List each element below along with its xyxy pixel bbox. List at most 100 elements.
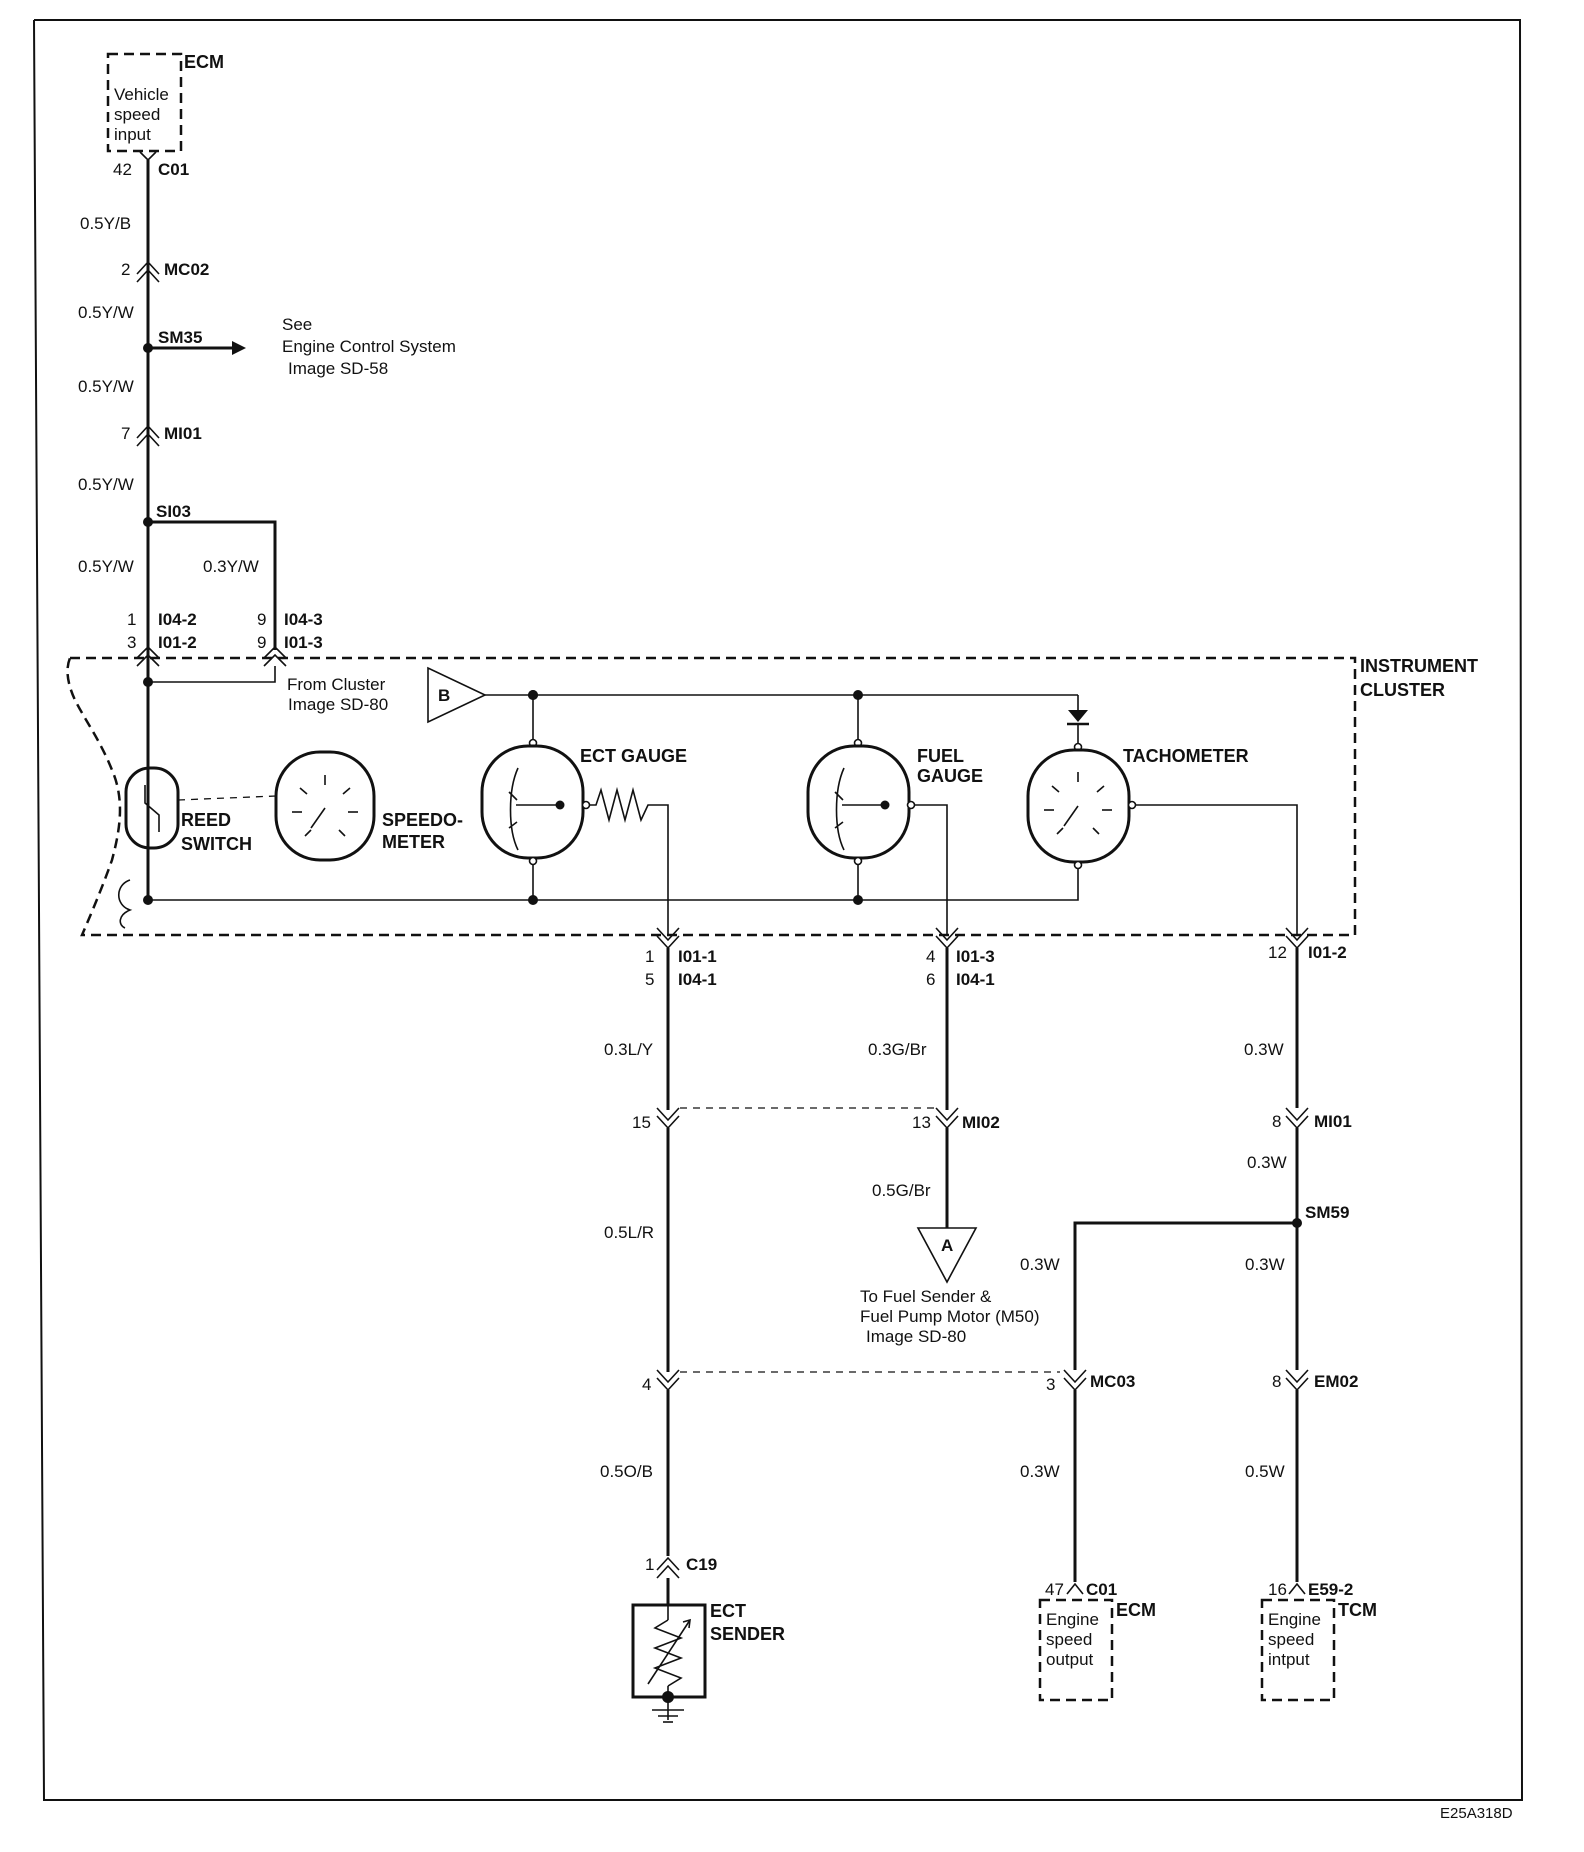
wire-label-fuel1: 0.3G/Br: [868, 1040, 927, 1059]
c01-bottom-name: C01: [1086, 1580, 1117, 1599]
instrument-cluster-label-1: INSTRUMENT: [1360, 656, 1478, 676]
ecm-top-text-3: input: [114, 125, 151, 144]
ecm-top-text-2: speed: [114, 105, 160, 124]
i04-3-name: I04-3: [284, 610, 323, 629]
wire-label-ect1: 0.3L/Y: [604, 1040, 653, 1059]
i04-1-fuel-name: I04-1: [956, 970, 995, 989]
cluster-cross-link: [148, 666, 276, 683]
ecm-top-label: ECM: [184, 52, 224, 72]
instrument-cluster-label-2: CLUSTER: [1360, 680, 1445, 700]
mc03-ect-pin: 4: [642, 1375, 651, 1394]
i01-2-left-pin: 3: [127, 633, 136, 652]
ect-gauge-icon: [480, 744, 585, 860]
mi01-tach-pin: 8: [1272, 1112, 1281, 1131]
reed-switch-label-2: SWITCH: [181, 834, 252, 854]
i01-3-left-name: I01-3: [284, 633, 323, 652]
sm59-branch-wire: [1073, 1221, 1297, 1370]
mc02-connector: [136, 260, 160, 283]
ecm-bottom-text-1: Engine: [1046, 1610, 1099, 1629]
reed-contact-icon: [144, 785, 160, 832]
mi02-name: MI02: [962, 1113, 1000, 1132]
em02-connector: [1285, 1369, 1309, 1392]
ect-sender-label-2: SENDER: [710, 1624, 785, 1644]
flag-a-icon: [916, 1227, 978, 1284]
em02-pin: 8: [1272, 1372, 1281, 1391]
i04-2-pin: 1: [127, 610, 136, 629]
speedometer-label-1: SPEEDO-: [382, 810, 463, 830]
ecm-bottom-text-2: speed: [1046, 1630, 1092, 1649]
speedometer-gauge: [274, 750, 376, 862]
e59-2-pin: 16: [1268, 1580, 1287, 1599]
ect-gauge-term-out: [581, 800, 591, 810]
sm35-arrow-icon: [232, 341, 246, 355]
ect-sender-label-1: ECT: [710, 1601, 746, 1621]
tachometer-label: TACHOMETER: [1123, 746, 1249, 766]
fuel-gauge-scale: [834, 767, 845, 851]
wire-label-w1: 0.5Y/B: [80, 214, 131, 233]
i01-2-left-connector: [136, 645, 160, 667]
ref-from-cluster-1: From Cluster: [287, 675, 386, 694]
mi02-ect-pin: 15: [632, 1113, 651, 1132]
mi01-top-connector: [136, 424, 160, 447]
c01-bottom-pin: 47: [1045, 1580, 1064, 1599]
i04-1-fuel-pin: 6: [926, 970, 935, 989]
i01-1-pin: 1: [645, 947, 654, 966]
fuel-gauge-label-1: FUEL: [917, 746, 964, 766]
mi01-tach-name: MI01: [1314, 1112, 1352, 1131]
ect-gauge-pivot: [555, 800, 565, 810]
mc03-connector: [1063, 1369, 1087, 1392]
ecm-bottom-label: ECM: [1116, 1600, 1156, 1620]
mc03-name: MC03: [1090, 1372, 1135, 1391]
ect-gauge-scale: [508, 767, 519, 851]
i01-1-name: I01-1: [678, 947, 717, 966]
ect-gauge-term-bottom: [528, 856, 538, 866]
page-frame: [33, 19, 1524, 1801]
c01-top-connector: [139, 151, 157, 162]
ecm-top-text-1: Vehicle: [114, 85, 169, 104]
ecm-bottom-text-3: output: [1046, 1650, 1094, 1669]
wire-label-w5: 0.5Y/W: [78, 557, 134, 576]
wire-label-w2: 0.5Y/W: [78, 303, 134, 322]
c19-connector: [656, 1556, 680, 1579]
c01-top-name: C01: [158, 160, 189, 179]
i01-2-tach-pin: 12: [1268, 943, 1287, 962]
wire-label-tach3: 0.3W: [1020, 1255, 1060, 1274]
wire-label-w4: 0.5Y/W: [78, 475, 134, 494]
mi02-ect-connector: [656, 1107, 680, 1130]
wire-label-fuel2: 0.5G/Br: [872, 1181, 931, 1200]
i04-1-ect-pin: 5: [645, 970, 654, 989]
tachometer-icon: [1026, 748, 1131, 864]
tachometer-dial: [1044, 772, 1112, 835]
ground-splice-left: [143, 895, 153, 905]
si03-label: SI03: [156, 502, 191, 521]
reed-speedo-link: [177, 795, 277, 801]
mc02-name: MC02: [164, 260, 209, 279]
reed-switch-icon: [124, 766, 180, 850]
ground-splice-ect: [528, 895, 538, 905]
ref-from-cluster-2: Image SD-80: [288, 695, 388, 714]
sm59-label: SM59: [1305, 1203, 1349, 1222]
speedometer-label-2: METER: [382, 832, 445, 852]
i04-3-pin: 9: [257, 610, 266, 629]
fuel-gauge-term-out: [906, 800, 916, 810]
i01-3-fuel-name: I01-3: [956, 947, 995, 966]
mi02-fuel-pin: 13: [912, 1113, 931, 1132]
mi02-connector: [935, 1107, 959, 1130]
flag-b-label: B: [438, 686, 450, 705]
mc02-pin: 2: [121, 260, 130, 279]
tach-term-bottom: [1073, 860, 1083, 870]
mi01-tach-connector: [1285, 1107, 1309, 1130]
wire-label-tach4: 0.3W: [1245, 1255, 1285, 1274]
wire-label-tach6: 0.5W: [1245, 1462, 1285, 1481]
reed-switch-label-1: REED: [181, 810, 231, 830]
wire-label-ect2: 0.5L/R: [604, 1223, 654, 1242]
instrument-cluster-boundary: [66, 656, 1357, 937]
c19-name: C19: [686, 1555, 717, 1574]
ecm-top-module: ECM Vehicle speed input: [106, 52, 224, 153]
figure-id: E25A318D: [1440, 1805, 1513, 1822]
i01-3-left-pin: 9: [257, 633, 266, 652]
flag-b-icon: [427, 666, 487, 724]
c01-bottom-connector: [1066, 1582, 1084, 1595]
ecm-bottom-module: [1038, 1598, 1114, 1702]
